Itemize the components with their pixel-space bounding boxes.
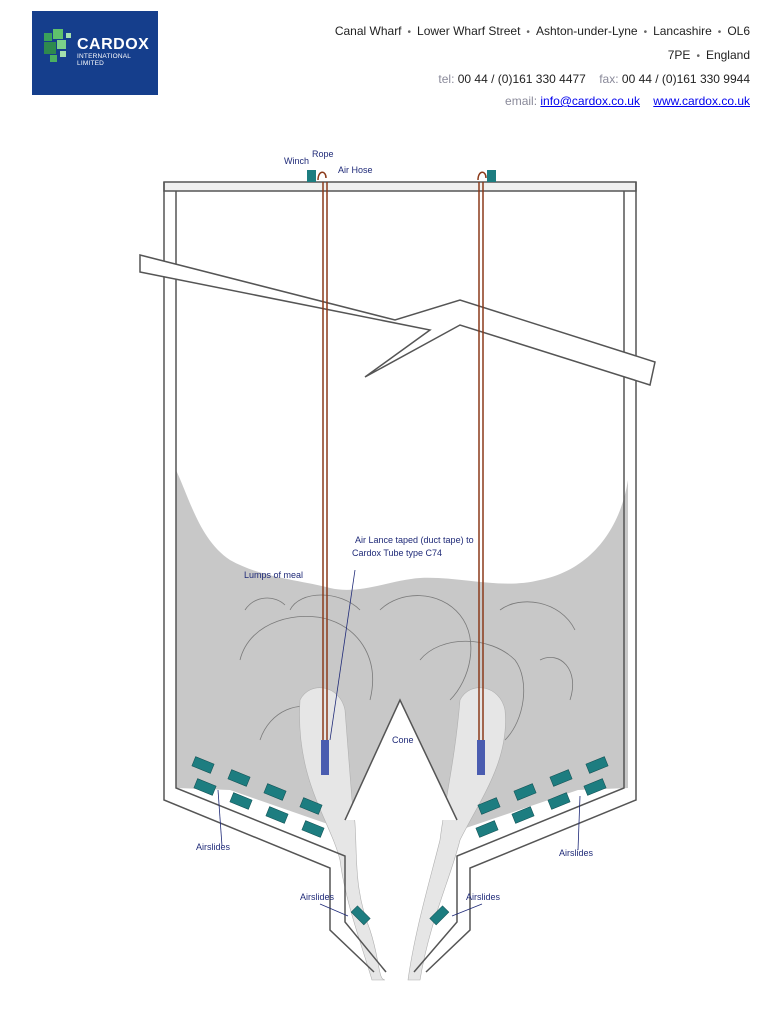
- tel-label: tel:: [438, 72, 455, 86]
- address-part: OL6 7PE: [667, 24, 750, 62]
- lumps-outlines: [239, 594, 576, 741]
- pointer-lines: [217, 569, 581, 917]
- air-lance-left: [321, 740, 329, 775]
- label-airslides-right: Airslides: [559, 848, 594, 858]
- air-lance-right: [477, 740, 485, 775]
- fax-label: fax:: [599, 72, 619, 86]
- airslides: [191, 756, 609, 926]
- label-air-lance-1: Air Lance taped (duct tape) to: [355, 535, 474, 545]
- ropes: [322, 182, 484, 770]
- address-part: Canal Wharf: [334, 24, 402, 38]
- address-line: Canal Wharf•Lower Wharf Street•Ashton-un…: [334, 24, 750, 62]
- meal-mass: [176, 470, 628, 830]
- fax-value: 00 44 / (0)161 330 9944: [621, 72, 750, 86]
- label-airslides-lower-left: Airslides: [300, 892, 335, 902]
- address-part: England: [705, 48, 750, 62]
- label-winch: Winch: [284, 156, 309, 166]
- address-part: Lancashire: [653, 24, 712, 38]
- winch-right: [487, 170, 496, 182]
- label-lumps: Lumps of meal: [244, 570, 303, 580]
- silo-walls: [163, 181, 637, 973]
- label-airslides-left: Airslides: [196, 842, 231, 852]
- email-label: email:: [505, 94, 538, 108]
- address-part: Lower Wharf Street: [417, 24, 521, 38]
- logo-subtitle: INTERNATIONAL LIMITED: [77, 53, 131, 67]
- winch-left: [307, 170, 316, 182]
- logo-name: CARDOX: [77, 36, 150, 53]
- email-line: email: info@cardox.co.uk www.cardox.co.u…: [280, 90, 750, 112]
- air-hose-right: [477, 171, 487, 181]
- silo-diagram: Winch Rope Air Hose Air Lance taped (duc…: [139, 149, 656, 981]
- label-air-hose: Air Hose: [338, 165, 373, 175]
- cardox-logo: CARDOX INTERNATIONAL LIMITED: [32, 11, 158, 95]
- label-rope: Rope: [312, 149, 334, 159]
- address-part: Ashton-under-Lyne: [535, 24, 638, 38]
- phone-line: tel: 00 44 / (0)161 330 4477 fax: 00 44 …: [280, 68, 750, 90]
- email-link[interactable]: info@cardox.co.uk: [540, 94, 640, 108]
- website-link[interactable]: www.cardox.co.uk: [653, 94, 750, 108]
- air-hose-left: [317, 171, 327, 181]
- label-airslides-lower-right: Airslides: [466, 892, 501, 902]
- tel-value: 00 44 / (0)161 330 4477: [457, 72, 586, 86]
- label-air-lance-2: Cardox Tube type C74: [352, 548, 442, 558]
- silo-break: [139, 254, 656, 386]
- label-cone: Cone: [392, 735, 414, 745]
- contact-block: Canal Wharf•Lower Wharf Street•Ashton-un…: [280, 20, 750, 112]
